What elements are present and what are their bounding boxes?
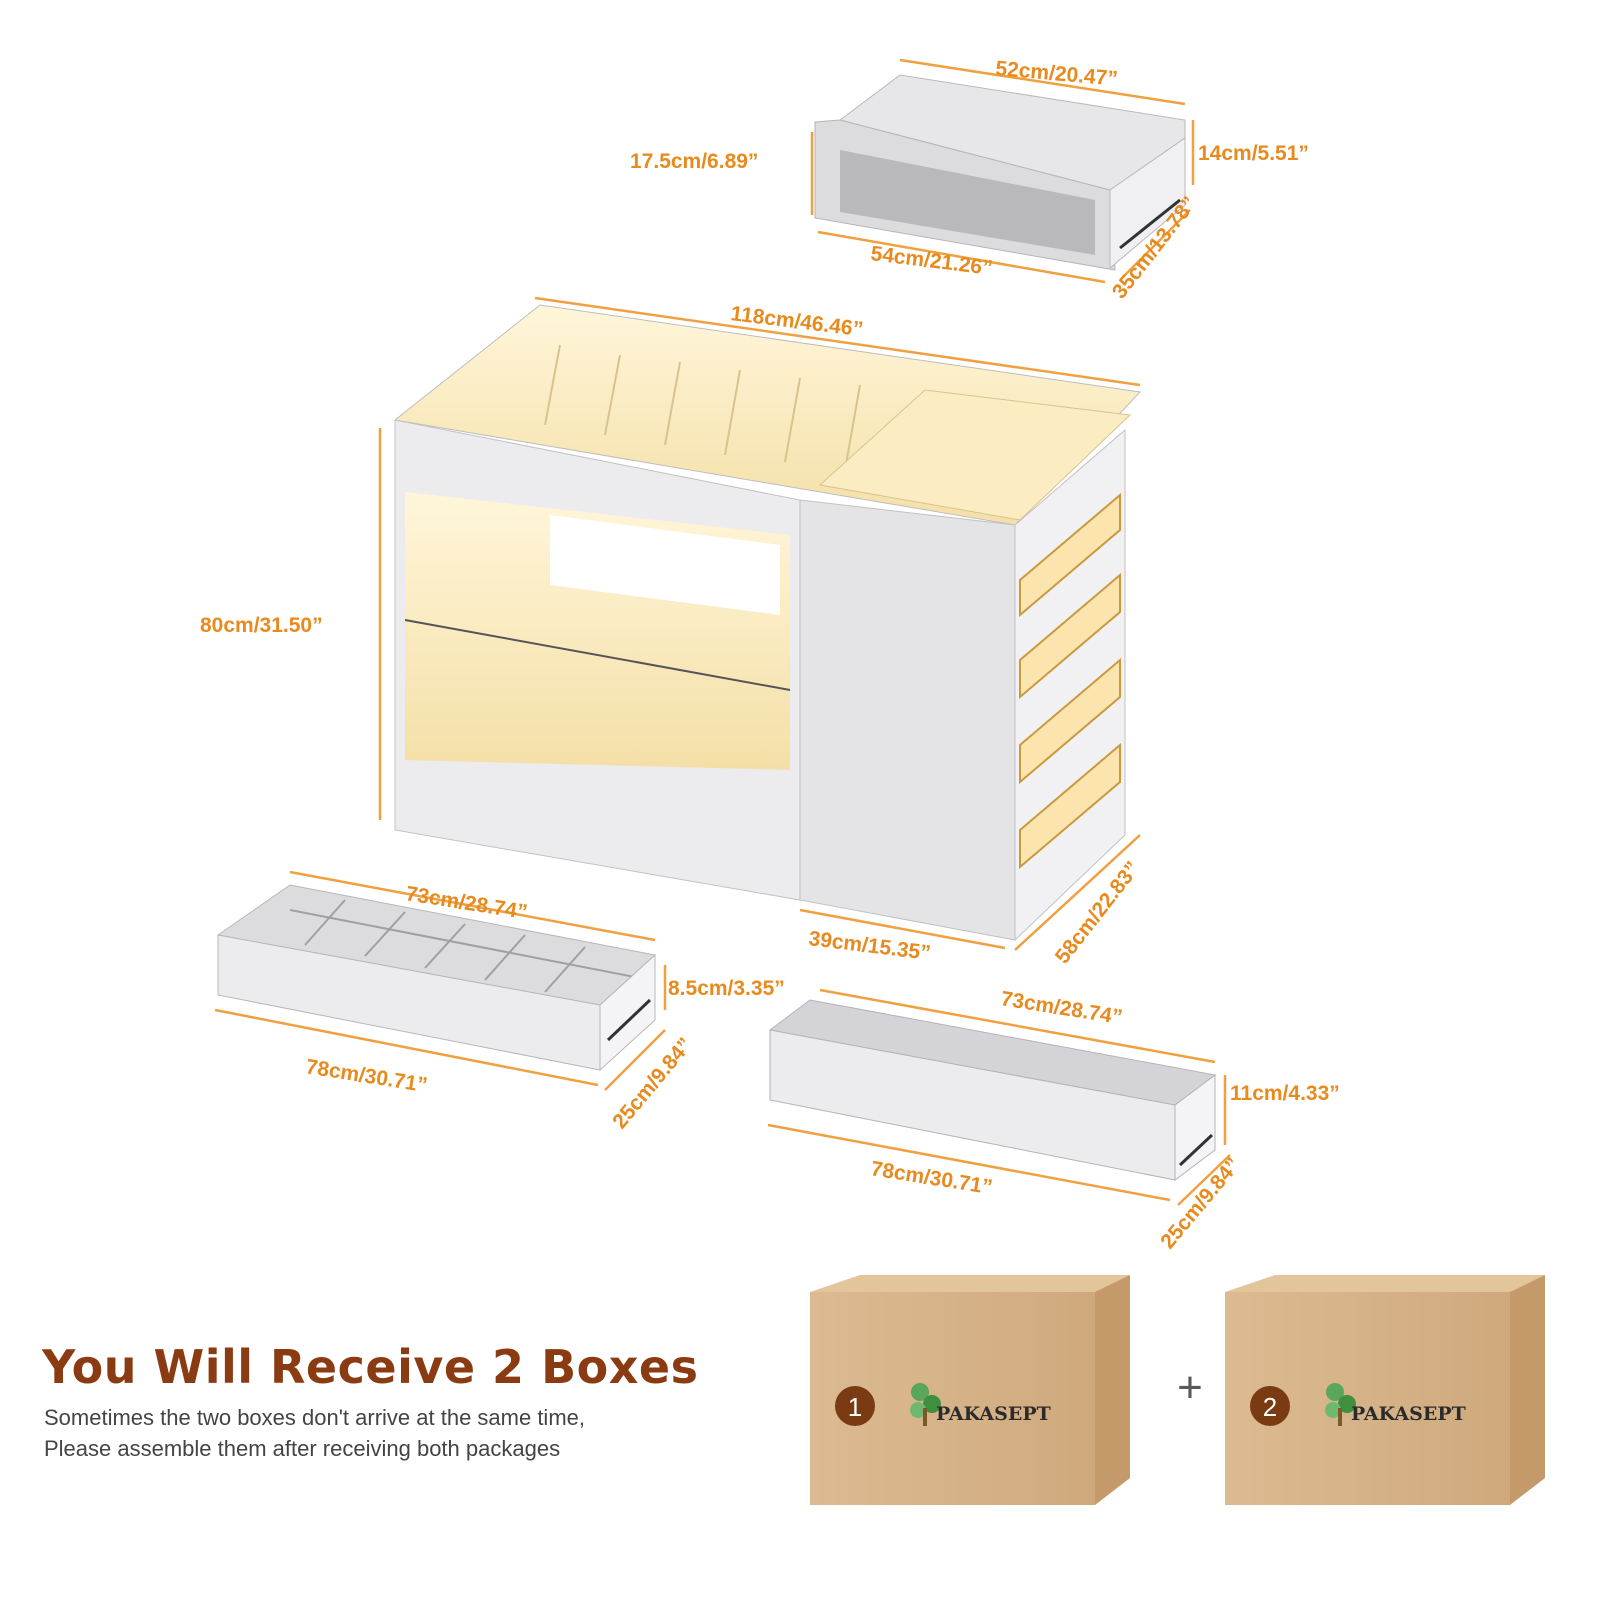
box-2-brand-label: PAKASEPT xyxy=(1351,1403,1466,1425)
divider-drawer-dimension-lines xyxy=(214,870,667,1091)
shipping-box-1: 1 PAKASEPT xyxy=(810,1275,1130,1505)
divider-drawer-height-label: 8.5cm/3.35” xyxy=(668,977,785,1000)
box-2-number-badge xyxy=(1250,1386,1290,1426)
cabinet-side-width-label: 39cm/15.35” xyxy=(807,927,931,965)
shipping-heading: You Will Receive 2 Boxes xyxy=(42,1340,699,1394)
box-1-number-badge xyxy=(835,1386,875,1426)
box-2-number: 2 xyxy=(1263,1392,1277,1422)
top-drawer-illustration xyxy=(814,74,1186,271)
shipping-note-line-1: Sometimes the two boxes don't arrive at … xyxy=(44,1405,585,1430)
divider-drawer-width-front-label: 78cm/30.71” xyxy=(304,1055,429,1097)
box-1-brand-label: PAKASEPT xyxy=(936,1403,1051,1425)
deep-drawer-height-label: 11cm/4.33” xyxy=(1230,1082,1340,1105)
top-drawer-height-right-label: 14cm/5.51” xyxy=(1198,142,1309,165)
cabinet-dimension-lines xyxy=(378,296,1141,951)
top-drawer-width-back-label: 52cm/20.47” xyxy=(995,57,1119,91)
deep-drawer-illustration xyxy=(768,999,1217,1181)
box-1-number: 1 xyxy=(848,1392,862,1422)
divider-drawer-illustration xyxy=(216,884,657,1072)
shipping-note-line-2: Please assemble them after receiving bot… xyxy=(44,1436,561,1461)
top-drawer-width-front-label: 54cm/21.26” xyxy=(869,242,993,280)
top-drawer-dimension-lines xyxy=(810,58,1195,284)
deep-drawer-dimension-lines xyxy=(767,988,1231,1206)
top-drawer-height-left-label: 17.5cm/6.89” xyxy=(630,150,758,173)
plus-sign: + xyxy=(1177,1363,1203,1412)
brand-logo-tree-icon xyxy=(910,1383,941,1426)
shipping-box-2: 2 PAKASEPT xyxy=(1225,1275,1545,1505)
brand-logo-tree-icon xyxy=(1325,1383,1356,1426)
cabinet-height-label: 80cm/31.50” xyxy=(200,614,323,637)
cabinet-illustration xyxy=(393,304,1142,942)
deep-drawer-width-back-label: 73cm/28.74” xyxy=(999,987,1124,1029)
